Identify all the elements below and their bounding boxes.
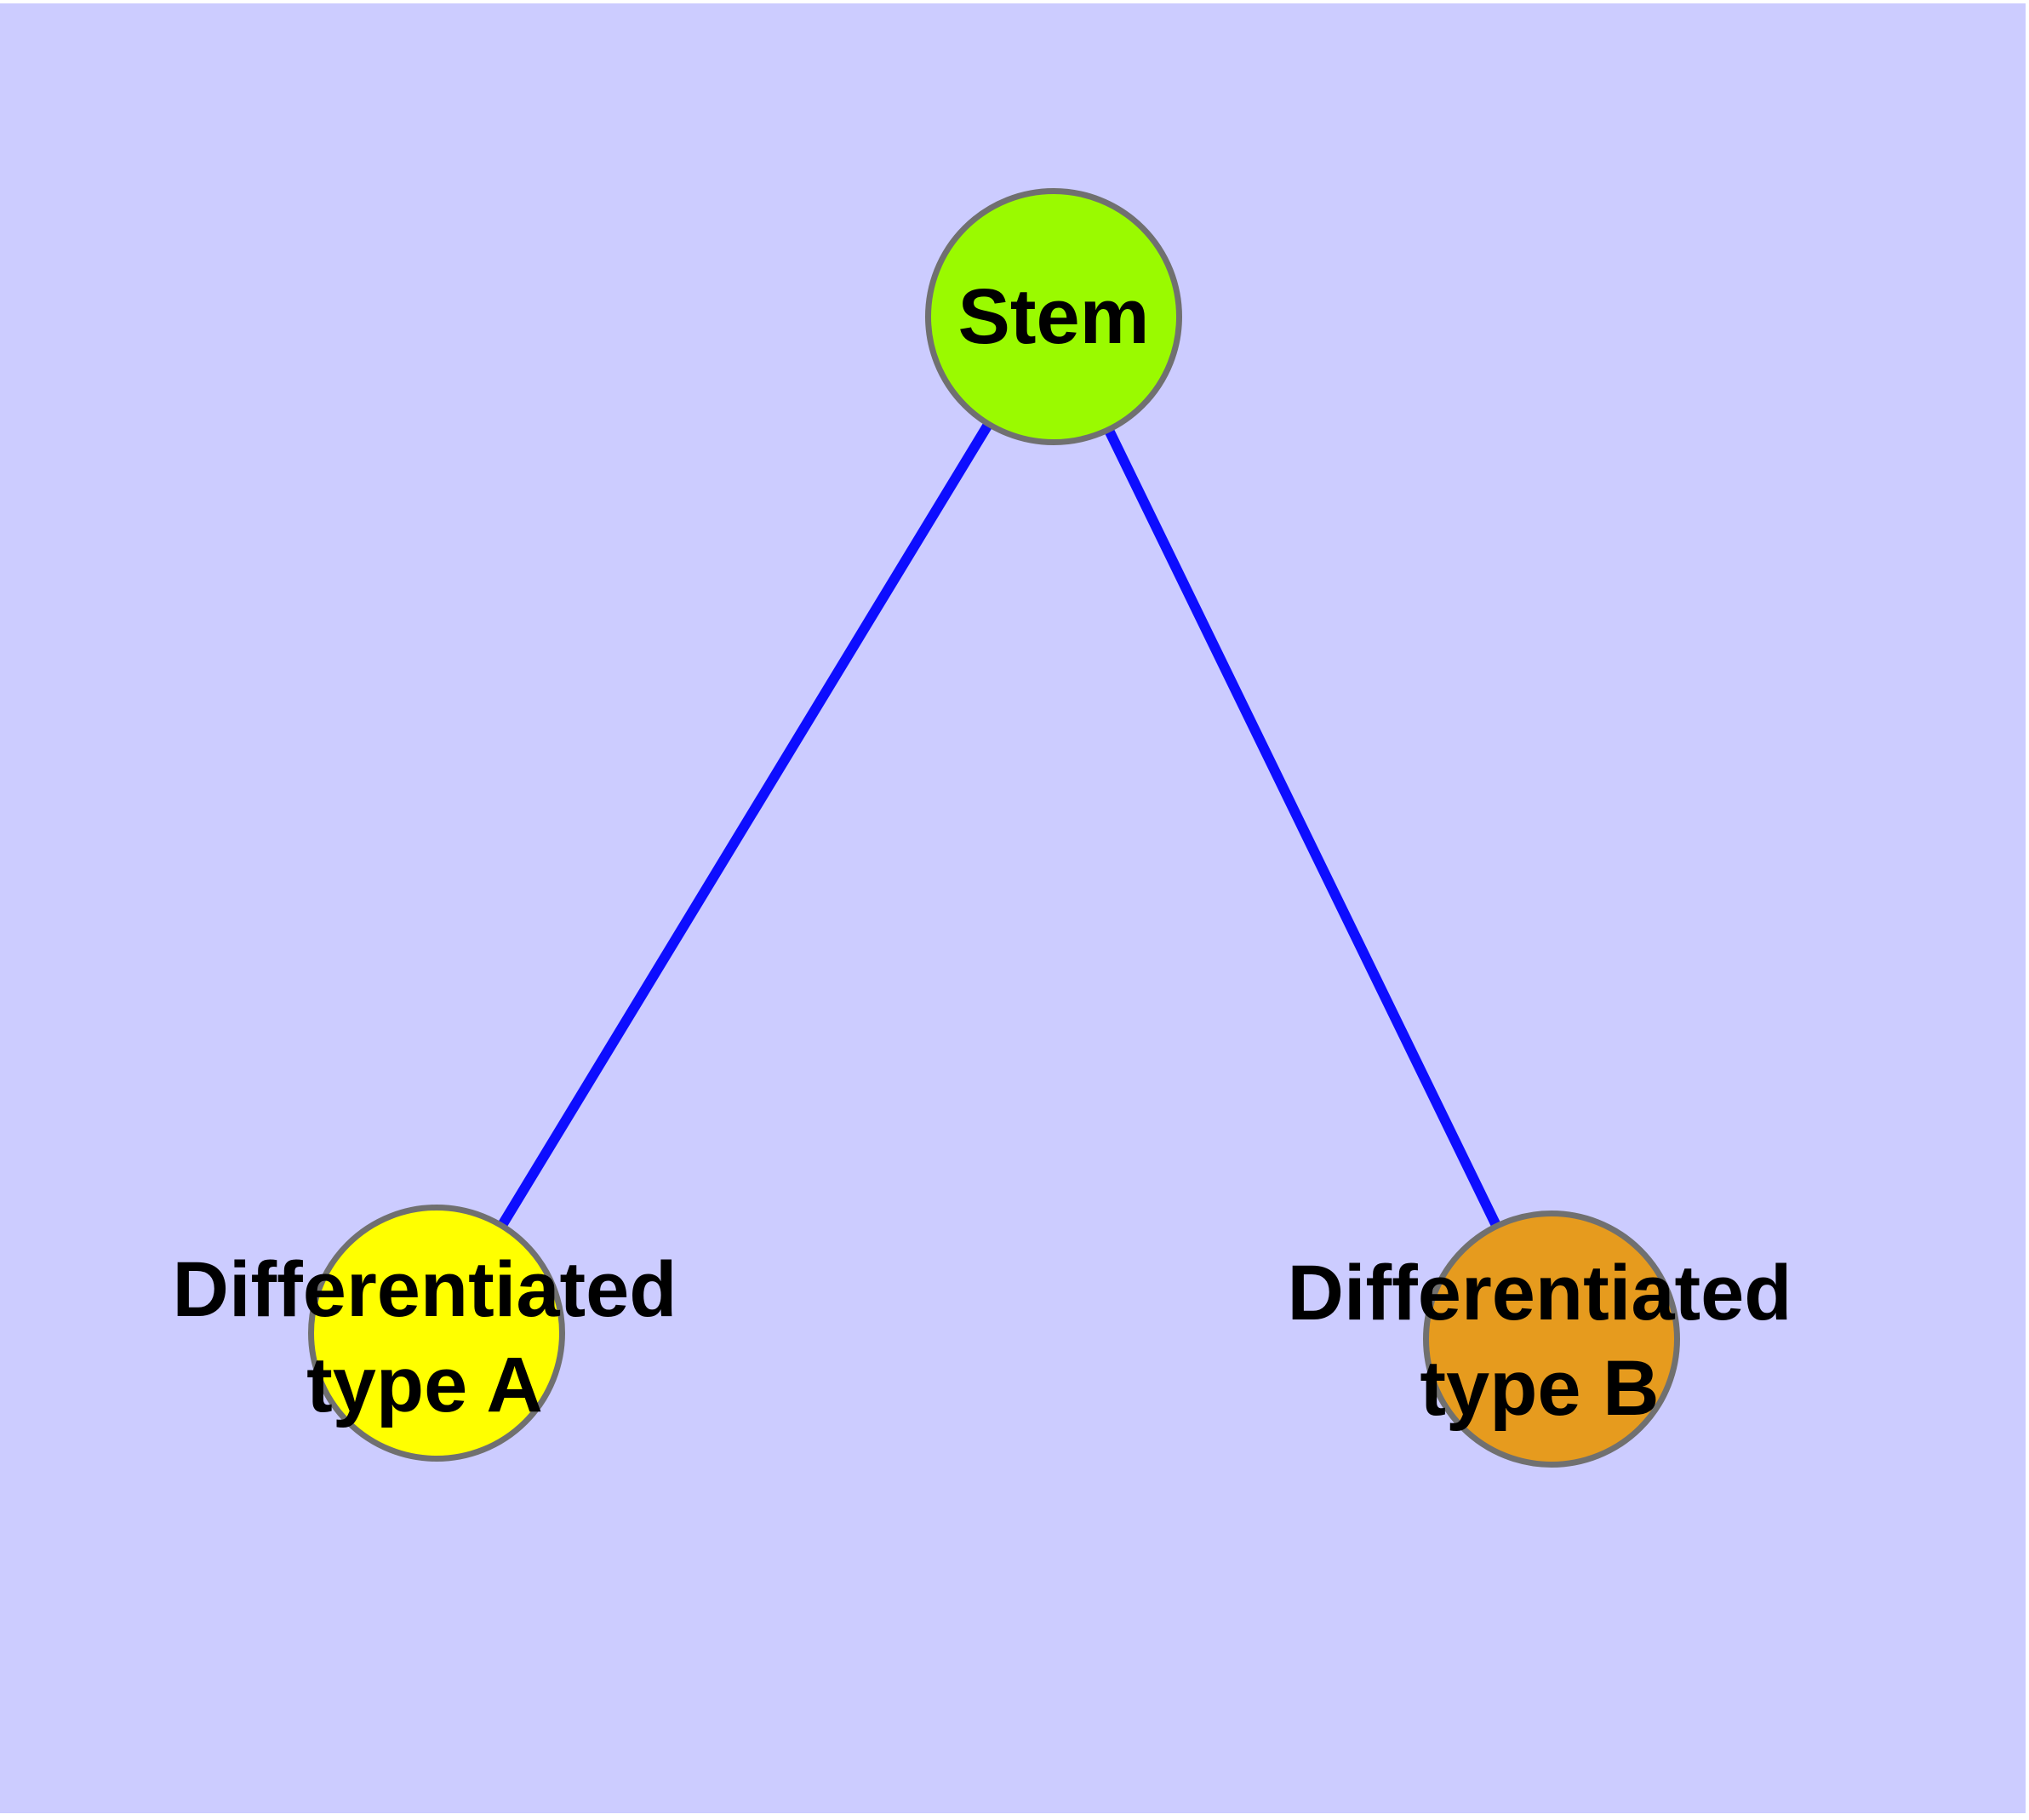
edge-stem-to-differentiated-type-b [1049,314,1557,1342]
node-stem-circle [925,188,1182,445]
node-differentiated-type-b-label: Differentiated type B [1287,1250,1792,1432]
node-stem-label: Stem [957,273,1150,360]
node-differentiated-type-b-circle [1423,1210,1680,1468]
node-differentiated-type-a-circle [308,1205,565,1462]
edge-stem-to-differentiated-type-a [432,313,1059,1336]
node-differentiated-type-a-label: Differentiated type A [172,1246,677,1428]
